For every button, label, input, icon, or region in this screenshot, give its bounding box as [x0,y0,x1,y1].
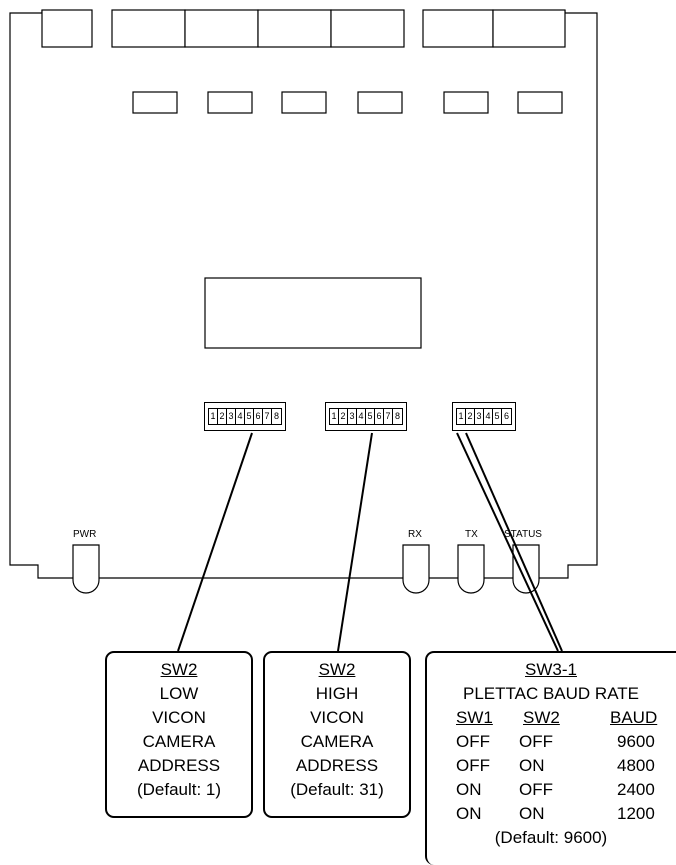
callout-line: ADDRESS [137,756,221,775]
cell-baud: 1200 [617,804,655,823]
callout-line: HIGH [315,684,359,703]
dip-position-1[interactable]: 1 [209,409,218,424]
component-5 [443,91,489,114]
led-label-pwr: PWR [73,529,97,540]
dip-position-4[interactable]: 4 [357,409,366,424]
cell-baud: 9600 [617,732,655,751]
led-rx [402,544,430,594]
baud-table-row: ON ON 1200 [427,802,676,826]
baud-table-row: ON OFF 2400 [427,778,676,802]
callout-line: CAMERA [300,732,374,751]
connector-4 [257,9,332,48]
connector-1 [41,9,93,48]
cell-sw1: OFF [456,732,490,751]
cell-baud: 2400 [617,780,655,799]
dip-position-2[interactable]: 2 [466,409,475,424]
cell-sw2: ON [519,756,545,775]
dip-position-6[interactable]: 6 [503,411,509,421]
dip-positions: 1 2 3 4 5 6 7 8 [208,408,282,425]
callout-title: SW2 [160,660,198,679]
callout-title: SW2 [318,660,356,679]
component-6 [517,91,563,114]
header-sw2: SW2 [523,708,560,727]
header-baud: BAUD [610,708,658,727]
baud-table-header: SW1 SW2 BAUD [427,706,676,730]
dip-position-6[interactable]: 6 [375,409,384,424]
cell-sw2: OFF [519,780,553,799]
dip-position-7[interactable]: 7 [384,409,393,424]
led-pwr [72,544,100,594]
callout-default: (Default: 1) [136,780,222,799]
callout-subtitle: PLETTAC BAUD RATE [462,684,639,703]
dip-switch-sw2-low[interactable]: 1 2 3 4 5 6 7 8 [204,402,286,431]
baud-table-row: OFF OFF 9600 [427,730,676,754]
component-1 [132,91,178,114]
connector-3 [184,9,259,48]
header-sw1: SW1 [456,708,493,727]
cell-sw1: ON [456,804,482,823]
led-tx [457,544,485,594]
dip-position-8[interactable]: 8 [273,411,279,421]
dip-position-7[interactable]: 7 [263,409,272,424]
dip-position-1[interactable]: 1 [330,409,339,424]
leader-sw3-1 [456,432,559,652]
dip-switch-sw3[interactable]: 1 2 3 4 5 6 [452,402,516,431]
leader-sw3-2 [465,432,563,652]
component-4 [357,91,403,114]
callout-line: ADDRESS [295,756,379,775]
dip-position-5[interactable]: 5 [366,409,375,424]
dip-switch-sw2-high[interactable]: 1 2 3 4 5 6 7 8 [325,402,407,431]
callout-sw2-high: SW2 HIGH VICON CAMERA ADDRESS (Default: … [263,651,411,818]
leader-lines [177,432,563,652]
dip-positions: 1 2 3 4 5 6 [456,408,512,425]
callout-default: (Default: 9600) [494,828,608,847]
dip-positions: 1 2 3 4 5 6 7 8 [329,408,403,425]
leader-sw2-high [337,432,373,652]
leader-sw2-low [177,432,253,652]
callout-default: (Default: 31) [290,780,384,799]
callout-sw3-baud-rate: SW3-1 PLETTAC BAUD RATE SW1 SW2 BAUD OFF… [425,651,676,865]
dip-position-5[interactable]: 5 [493,409,502,424]
connector-6 [422,9,494,48]
led-label-rx: RX [408,529,422,540]
display-module [204,277,422,349]
dip-position-5[interactable]: 5 [245,409,254,424]
led-label-tx: TX [465,529,478,540]
component-2 [207,91,253,114]
connector-5 [330,9,405,48]
callout-sw2-low: SW2 LOW VICON CAMERA ADDRESS (Default: 1… [105,651,253,818]
dip-position-2[interactable]: 2 [218,409,227,424]
cell-sw1: ON [456,780,482,799]
top-connectors [41,9,566,48]
callout-line: CAMERA [142,732,216,751]
dip-position-8[interactable]: 8 [394,411,400,421]
baud-table-row: OFF ON 4800 [427,754,676,778]
connector-7 [492,9,566,48]
dip-position-1[interactable]: 1 [457,409,466,424]
dip-position-6[interactable]: 6 [254,409,263,424]
dip-position-2[interactable]: 2 [339,409,348,424]
connector-2 [111,9,186,48]
callout-line: LOW [159,684,199,703]
cell-baud: 4800 [617,756,655,775]
small-components [132,91,563,114]
dip-position-3[interactable]: 3 [475,409,484,424]
cell-sw2: ON [519,804,545,823]
dip-position-4[interactable]: 4 [236,409,245,424]
dip-position-3[interactable]: 3 [227,409,236,424]
cell-sw1: OFF [456,756,490,775]
dip-position-4[interactable]: 4 [484,409,493,424]
dip-position-3[interactable]: 3 [348,409,357,424]
component-3 [281,91,327,114]
led-label-status: STATUS [504,529,542,540]
callout-line: VICON [310,708,364,727]
cell-sw2: OFF [519,732,553,751]
board-outline [9,10,598,579]
callout-line: VICON [152,708,206,727]
callout-title: SW3-1 [525,660,577,679]
